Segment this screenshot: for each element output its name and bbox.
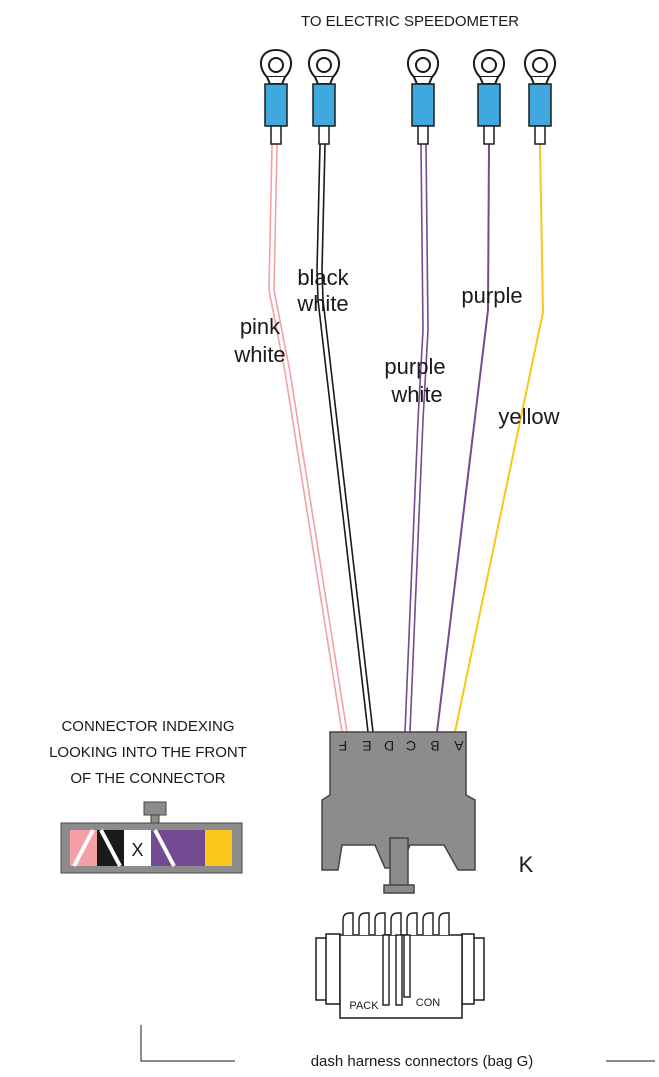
connector-k: F E D C B A: [321, 731, 476, 894]
wire-label-pink-1: pink: [240, 314, 281, 339]
pin-letter-e: E: [362, 738, 371, 754]
index-cavity-purple: [178, 830, 205, 866]
ring-terminals: [259, 48, 557, 145]
connector-index-view: X: [60, 801, 243, 874]
ring-terminal-pink: [259, 48, 293, 145]
pink-white-wire: [268, 144, 348, 733]
pin-letter-a: A: [454, 738, 464, 754]
index-cavity-black: [97, 829, 124, 867]
wire-label-yellow: yellow: [498, 404, 559, 429]
indexing-note-line2: LOOKING INTO THE FRONT: [49, 744, 247, 761]
purple-wire: [436, 144, 490, 733]
ring-terminal-purple: [472, 48, 506, 145]
index-cavity-empty: X: [124, 830, 151, 866]
ring-terminal-purple-white: [406, 48, 440, 145]
ring-terminal-black: [307, 48, 341, 145]
ring-terminal-yellow: [523, 48, 557, 145]
index-cavity-pink: [70, 829, 97, 867]
caption-bracket: [140, 1025, 235, 1062]
indexing-note-line1: CONNECTOR INDEXING: [61, 718, 234, 735]
wire-label-black-2: white: [296, 291, 348, 316]
lower-connector-latch: [382, 934, 411, 1006]
wire-label-purple: purple: [461, 283, 522, 308]
caption: dash harness connectors (bag G): [311, 1053, 534, 1070]
indexing-note: CONNECTOR INDEXING LOOKING INTO THE FRON…: [49, 718, 247, 787]
indexing-note-line3: OF THE CONNECTOR: [70, 770, 225, 787]
wire-label-purple-white-1: purple: [384, 354, 445, 379]
index-cavity-yellow: [205, 830, 232, 866]
black-white-wire: [316, 144, 374, 733]
lower-connector: PACK CON: [315, 912, 485, 1019]
wire-label-pink-2: white: [233, 342, 285, 367]
wire-label-purple-white-2: white: [390, 382, 442, 407]
index-cavity-purple-white: [151, 829, 178, 867]
index-x-mark: X: [131, 840, 143, 860]
connector-k-label: K: [519, 852, 534, 877]
pin-letter-d: D: [384, 738, 394, 754]
purple-white-wire: [404, 144, 429, 733]
pin-letter-b: B: [430, 738, 439, 754]
wire-label-black-1: black: [297, 265, 349, 290]
pin-letter-f: F: [339, 738, 348, 754]
lower-connector-right-text: CON: [416, 997, 441, 1009]
pin-letter-c: C: [406, 738, 416, 754]
pin-letters: F E D C B A: [339, 738, 464, 754]
diagram-title: TO ELECTRIC SPEEDOMETER: [301, 13, 519, 30]
wire-labels: pink white black white purple white purp…: [233, 265, 559, 429]
wires: [268, 144, 545, 733]
lower-connector-left-text: PACK: [349, 1000, 379, 1012]
lower-connector-teeth: [342, 912, 450, 935]
yellow-wire: [454, 144, 545, 733]
